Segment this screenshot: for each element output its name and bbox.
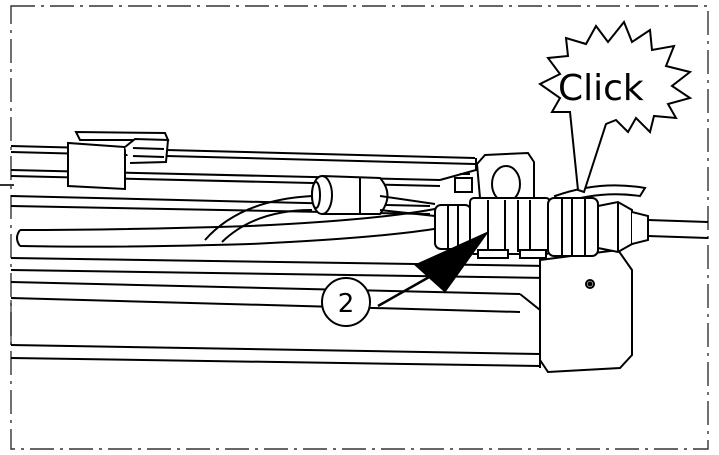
step-number-label: 2 [338,289,355,319]
inline-filter [311,174,436,217]
hose [16,195,441,248]
rail-housing [10,257,549,368]
top-clip [67,130,170,191]
holder-bracket [454,151,535,203]
click-callout: Click [538,20,693,194]
dash-dot-frame [10,5,709,450]
outlet-tube [647,219,709,239]
quick-connector [434,184,649,374]
step-marker: 2 [321,277,371,327]
push-arrow [377,230,490,308]
click-label: Click [558,68,644,109]
